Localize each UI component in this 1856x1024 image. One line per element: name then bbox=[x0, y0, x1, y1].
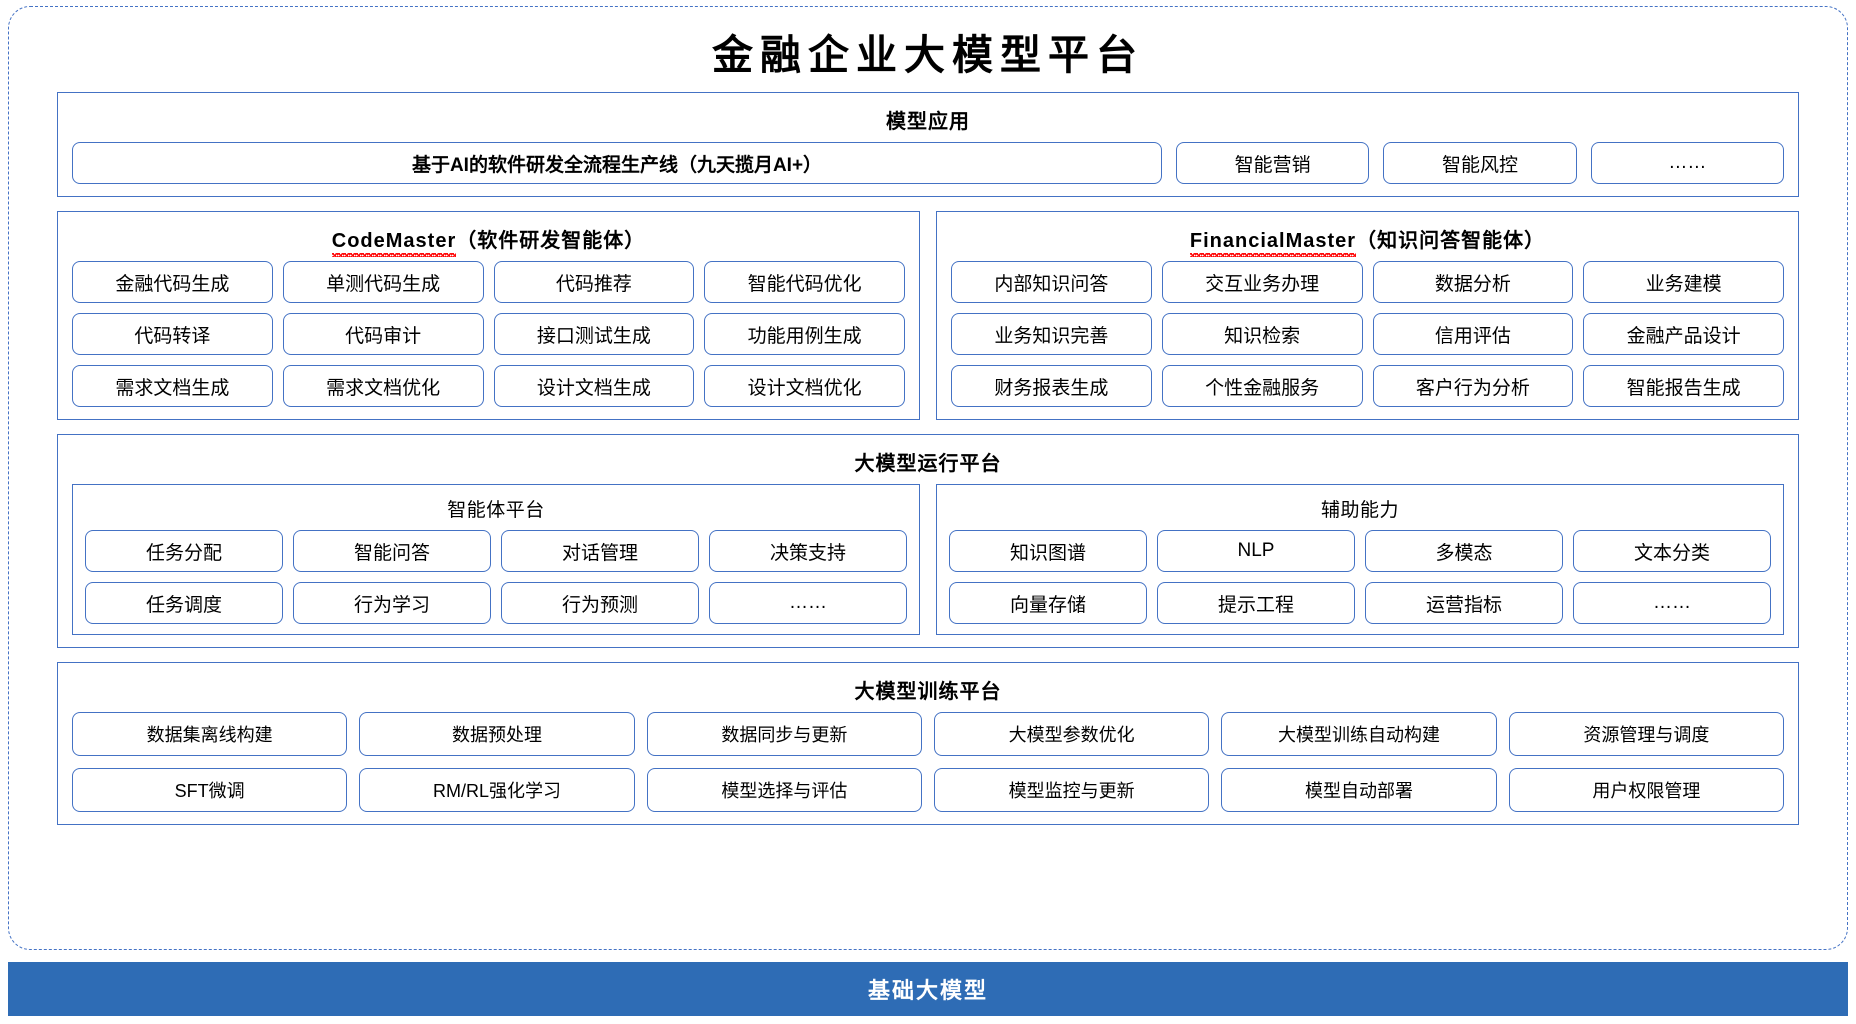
section-runtime-platform: 大模型运行平台 智能体平台 任务分配 智能问答 对话管理 决策支持 任务调度 行… bbox=[57, 434, 1799, 649]
chip-tp-2[interactable]: 数据同步与更新 bbox=[646, 712, 922, 757]
code-master-name: CodeMaster bbox=[331, 230, 457, 258]
chip-more-applications[interactable]: …… bbox=[1590, 142, 1784, 185]
chip-tp-8[interactable]: 模型选择与评估 bbox=[646, 768, 922, 813]
chip-ap-3[interactable]: 决策支持 bbox=[709, 530, 907, 573]
chip-fm-3[interactable]: 业务建模 bbox=[1583, 261, 1784, 304]
chip-cm-8[interactable]: 需求文档生成 bbox=[72, 365, 273, 408]
chip-fm-8[interactable]: 财务报表生成 bbox=[951, 365, 1152, 408]
chip-aux-4[interactable]: 向量存储 bbox=[949, 582, 1147, 625]
outer-dashed-frame: 金融企业大模型平台 模型应用 基于AI的软件研发全流程生产线（九天揽月AI+） … bbox=[8, 6, 1848, 950]
chip-tp-6[interactable]: SFT微调 bbox=[72, 768, 348, 813]
chip-fm-10[interactable]: 客户行为分析 bbox=[1372, 365, 1574, 408]
chip-ap-5[interactable]: 行为学习 bbox=[293, 582, 491, 625]
chip-tp-1[interactable]: 数据预处理 bbox=[359, 712, 635, 757]
chip-fm-1[interactable]: 交互业务办理 bbox=[1161, 261, 1363, 304]
subsection-title-agent-platform: 智能体平台 bbox=[447, 500, 545, 522]
chip-aux-1[interactable]: NLP bbox=[1157, 530, 1355, 573]
chip-aux-0[interactable]: 知识图谱 bbox=[949, 530, 1147, 573]
section-title-model-application: 模型应用 bbox=[886, 111, 970, 134]
section-code-master: CodeMaster（软件研发智能体） 金融代码生成 单测代码生成 代码推荐 智… bbox=[57, 211, 920, 421]
chip-aux-3[interactable]: 文本分类 bbox=[1573, 530, 1771, 573]
chip-aux-7[interactable]: …… bbox=[1573, 582, 1771, 625]
subsection-auxiliary-capability: 辅助能力 知识图谱 NLP 多模态 文本分类 向量存储 提示工程 运营指标 …… bbox=[936, 484, 1784, 636]
chip-cm-7[interactable]: 功能用例生成 bbox=[704, 313, 905, 356]
section-title-code-master: CodeMaster（软件研发智能体） bbox=[72, 220, 905, 261]
chip-tp-5[interactable]: 资源管理与调度 bbox=[1508, 712, 1784, 757]
chip-ap-1[interactable]: 智能问答 bbox=[293, 530, 491, 573]
chip-cm-5[interactable]: 代码审计 bbox=[282, 313, 484, 356]
chip-ai-sdlc-pipeline[interactable]: 基于AI的软件研发全流程生产线（九天揽月AI+） bbox=[72, 142, 1162, 185]
section-title-financial-master: FinancialMaster（知识问答智能体） bbox=[951, 220, 1784, 261]
training-platform-grid: 数据集离线构建 数据预处理 数据同步与更新 大模型参数优化 大模型训练自动构建 … bbox=[72, 712, 1784, 813]
runtime-subpanels: 智能体平台 任务分配 智能问答 对话管理 决策支持 任务调度 行为学习 行为预测… bbox=[72, 484, 1784, 636]
subsection-title-auxiliary-capability: 辅助能力 bbox=[1320, 500, 1399, 522]
auxiliary-capability-grid: 知识图谱 NLP 多模态 文本分类 向量存储 提示工程 运营指标 …… bbox=[949, 530, 1771, 625]
chip-tp-0[interactable]: 数据集离线构建 bbox=[72, 712, 348, 757]
chip-cm-10[interactable]: 设计文档生成 bbox=[493, 365, 695, 408]
chip-tp-10[interactable]: 模型自动部署 bbox=[1221, 768, 1497, 813]
chip-cm-0[interactable]: 金融代码生成 bbox=[72, 261, 273, 304]
chip-fm-5[interactable]: 知识检索 bbox=[1161, 313, 1363, 356]
chip-fm-7[interactable]: 金融产品设计 bbox=[1583, 313, 1784, 356]
page-title: 金融企业大模型平台 bbox=[712, 31, 1144, 79]
agent-platform-grid: 任务分配 智能问答 对话管理 决策支持 任务调度 行为学习 行为预测 …… bbox=[85, 530, 907, 625]
financial-master-name: FinancialMaster bbox=[1189, 230, 1357, 258]
chip-fm-6[interactable]: 信用评估 bbox=[1372, 313, 1574, 356]
chip-ap-0[interactable]: 任务分配 bbox=[85, 530, 283, 573]
chip-aux-6[interactable]: 运营指标 bbox=[1365, 582, 1563, 625]
section-title-training-platform: 大模型训练平台 bbox=[854, 681, 1002, 704]
chip-aux-2[interactable]: 多模态 bbox=[1365, 530, 1563, 573]
chip-tp-11[interactable]: 用户权限管理 bbox=[1508, 768, 1784, 813]
chip-fm-9[interactable]: 个性金融服务 bbox=[1161, 365, 1363, 408]
code-master-suffix: （软件研发智能体） bbox=[456, 230, 646, 253]
chip-fm-2[interactable]: 数据分析 bbox=[1372, 261, 1574, 304]
chip-fm-4[interactable]: 业务知识完善 bbox=[951, 313, 1152, 356]
section-title-runtime-platform: 大模型运行平台 bbox=[854, 453, 1002, 476]
subsection-agent-platform: 智能体平台 任务分配 智能问答 对话管理 决策支持 任务调度 行为学习 行为预测… bbox=[72, 484, 920, 636]
chip-cm-1[interactable]: 单测代码生成 bbox=[282, 261, 484, 304]
agent-panels: CodeMaster（软件研发智能体） 金融代码生成 单测代码生成 代码推荐 智… bbox=[57, 211, 1799, 421]
chip-cm-6[interactable]: 接口测试生成 bbox=[493, 313, 695, 356]
chip-cm-11[interactable]: 设计文档优化 bbox=[704, 365, 905, 408]
chip-fm-11[interactable]: 智能报告生成 bbox=[1583, 365, 1784, 408]
section-financial-master: FinancialMaster（知识问答智能体） 内部知识问答 交互业务办理 数… bbox=[936, 211, 1799, 421]
chip-cm-2[interactable]: 代码推荐 bbox=[493, 261, 695, 304]
chip-ap-7[interactable]: …… bbox=[709, 582, 907, 625]
chip-ap-6[interactable]: 行为预测 bbox=[501, 582, 699, 625]
chip-aux-5[interactable]: 提示工程 bbox=[1157, 582, 1355, 625]
code-master-grid: 金融代码生成 单测代码生成 代码推荐 智能代码优化 代码转译 代码审计 接口测试… bbox=[72, 261, 905, 408]
financial-master-grid: 内部知识问答 交互业务办理 数据分析 业务建模 业务知识完善 知识检索 信用评估… bbox=[951, 261, 1784, 408]
chip-tp-7[interactable]: RM/RL强化学习 bbox=[359, 768, 635, 813]
chip-smart-risk-control[interactable]: 智能风控 bbox=[1383, 142, 1577, 185]
chip-cm-3[interactable]: 智能代码优化 bbox=[704, 261, 905, 304]
chip-smart-marketing[interactable]: 智能营销 bbox=[1176, 142, 1370, 185]
chip-cm-9[interactable]: 需求文档优化 bbox=[282, 365, 484, 408]
section-training-platform: 大模型训练平台 数据集离线构建 数据预处理 数据同步与更新 大模型参数优化 大模… bbox=[57, 662, 1799, 826]
chip-fm-0[interactable]: 内部知识问答 bbox=[951, 261, 1152, 304]
base-model-bar: 基础大模型 bbox=[8, 962, 1848, 1016]
chip-tp-9[interactable]: 模型监控与更新 bbox=[934, 768, 1210, 813]
chip-tp-4[interactable]: 大模型训练自动构建 bbox=[1221, 712, 1497, 757]
financial-master-suffix: （知识问答智能体） bbox=[1356, 230, 1546, 253]
chip-ap-4[interactable]: 任务调度 bbox=[85, 582, 283, 625]
chip-tp-3[interactable]: 大模型参数优化 bbox=[934, 712, 1210, 757]
chip-cm-4[interactable]: 代码转译 bbox=[72, 313, 273, 356]
model-application-row: 基于AI的软件研发全流程生产线（九天揽月AI+） 智能营销 智能风控 …… bbox=[72, 142, 1784, 185]
chip-ap-2[interactable]: 对话管理 bbox=[501, 530, 699, 573]
section-model-application: 模型应用 基于AI的软件研发全流程生产线（九天揽月AI+） 智能营销 智能风控 … bbox=[57, 92, 1799, 198]
